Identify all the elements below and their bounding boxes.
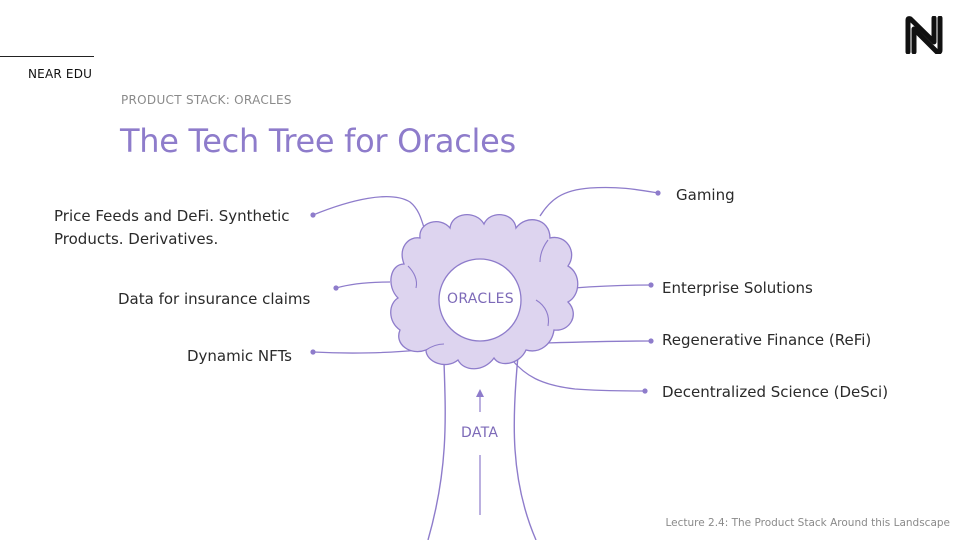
page-title: The Tech Tree for Oracles <box>120 122 516 160</box>
branch-label-enterprise: Enterprise Solutions <box>662 279 813 297</box>
branch-label-nfts: Dynamic NFTs <box>187 347 292 365</box>
brand-label: NEAR EDU <box>28 67 93 81</box>
branch-dot-desci <box>642 388 648 394</box>
trunk-right-edge <box>513 355 537 540</box>
branch-label-price-feeds: Price Feeds and DeFi. Synthetic Products… <box>54 205 290 251</box>
data-arrow-head <box>476 389 484 397</box>
branch-line-desci <box>511 359 646 392</box>
section-label: PRODUCT STACK: ORACLES <box>121 93 292 107</box>
branch-dot-nfts <box>310 349 316 355</box>
branch-dot-price-feeds <box>310 212 316 218</box>
branch-dot-enterprise <box>648 282 654 288</box>
oracle-center-circle <box>438 258 522 342</box>
branch-line-price-feeds <box>312 196 427 235</box>
branch-label-price-feeds-line2: Products. Derivatives. <box>54 230 219 248</box>
branch-line-nfts <box>312 349 419 354</box>
branch-dot-refi <box>648 338 654 344</box>
branch-label-desci: Decentralized Science (DeSci) <box>662 383 889 401</box>
branch-dot-insurance <box>333 285 339 291</box>
trunk-label: DATA <box>461 425 499 441</box>
trunk-left-edge <box>427 361 446 540</box>
header-rule <box>0 56 94 57</box>
branch-dot-gaming <box>655 190 661 196</box>
center-label: ORACLES <box>447 291 514 307</box>
footer-lecture-label: Lecture 2.4: The Product Stack Around th… <box>665 517 950 529</box>
near-logo-icon <box>905 16 943 54</box>
branch-line-enterprise <box>573 284 652 289</box>
branch-label-gaming: Gaming <box>676 186 735 204</box>
branch-line-refi <box>545 340 652 344</box>
branch-label-refi: Regenerative Finance (ReFi) <box>662 331 872 349</box>
branch-label-insurance: Data for insurance claims <box>118 290 311 308</box>
branch-label-price-feeds-line1: Price Feeds and DeFi. Synthetic <box>54 207 290 225</box>
branch-line-insurance <box>335 281 391 289</box>
branch-line-gaming <box>539 186 659 217</box>
